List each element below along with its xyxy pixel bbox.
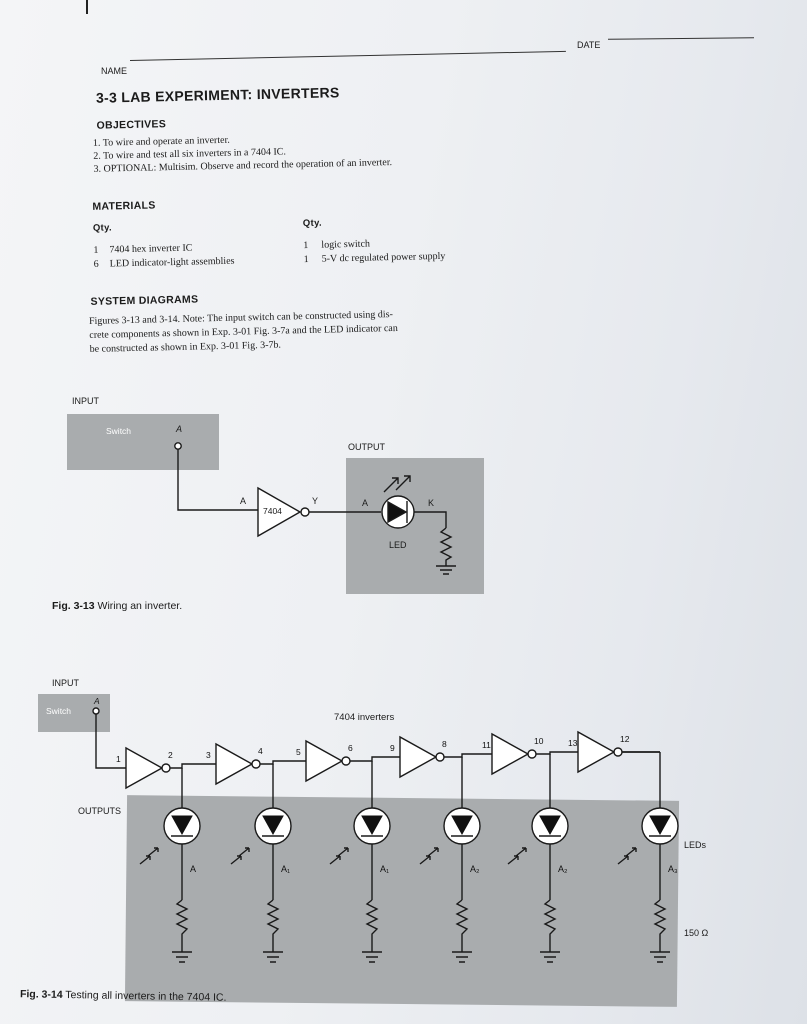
fig13-led-k: K bbox=[428, 498, 435, 508]
fig13-gate-out: Y bbox=[312, 496, 319, 506]
fig14-inverter-bubble bbox=[613, 747, 623, 757]
fig14-ground bbox=[540, 951, 560, 963]
fig14-pin-number: 5 bbox=[296, 747, 301, 757]
fig14-resistor bbox=[543, 899, 557, 952]
fig14-light-arrows bbox=[329, 847, 349, 865]
fig13-led-a: A bbox=[362, 498, 369, 508]
fig14-inverter bbox=[491, 732, 530, 776]
fig14-inverter bbox=[215, 742, 254, 786]
fig14-pin-number: 3 bbox=[206, 750, 211, 760]
fig14-wire bbox=[260, 760, 306, 765]
fig14-output-label: A₁ bbox=[281, 864, 290, 874]
fig13-caption-text: Wiring an inverter. bbox=[97, 600, 183, 612]
fig14-resistor-label: 150 Ω bbox=[684, 928, 709, 938]
fig14-pin-number: 9 bbox=[390, 743, 395, 753]
fig13-circuit bbox=[174, 442, 456, 575]
fig13-switch-box bbox=[67, 414, 219, 470]
fig14-resistor bbox=[266, 899, 280, 952]
fig14-light-arrows bbox=[617, 847, 637, 865]
fig14-resistor bbox=[175, 899, 189, 952]
fig13-wire-in bbox=[177, 449, 258, 511]
fig13-caption: Fig. 3-13 Wiring an inverter. bbox=[52, 600, 182, 612]
fig14-resistor bbox=[365, 899, 379, 952]
fig14-led-diode bbox=[171, 815, 193, 836]
fig13-wire-res bbox=[414, 511, 447, 528]
fig14-light-arrows bbox=[230, 847, 250, 865]
fig14-wire bbox=[536, 751, 578, 755]
fig14-pin-number: 4 bbox=[258, 746, 263, 756]
fig14-led-diode bbox=[649, 815, 671, 836]
fig13-switch-terminal bbox=[174, 442, 182, 450]
fig14-led-diode bbox=[262, 815, 284, 836]
fig13-led-arrow bbox=[383, 475, 411, 493]
fig13-inverter bbox=[257, 486, 302, 538]
fig14-inverter-bubble bbox=[341, 756, 351, 766]
fig14-inverter-bubble bbox=[527, 749, 537, 759]
fig14-light-arrows bbox=[419, 847, 439, 865]
fig14-pin-number: 8 bbox=[442, 739, 447, 749]
fig13-pin-a: A bbox=[176, 424, 183, 434]
fig14-ground bbox=[172, 951, 192, 963]
fig14-pin-number: 12 bbox=[620, 734, 630, 744]
fig14-output-label: A₃ bbox=[668, 864, 678, 874]
fig14-wire-in bbox=[95, 714, 126, 769]
fig14-inverter bbox=[305, 739, 344, 783]
fig14-ground bbox=[452, 951, 472, 963]
fig14-light-arrows bbox=[139, 847, 159, 865]
name-label: NAME bbox=[101, 66, 128, 76]
fig14-switch-label: Switch bbox=[46, 706, 72, 716]
fig14-switch-terminal bbox=[92, 707, 100, 715]
fig14-output-label: A₂ bbox=[470, 864, 480, 874]
fig13-output-label: OUTPUT bbox=[348, 442, 385, 452]
fig14-led-diode bbox=[361, 815, 383, 836]
fig13-output-box bbox=[346, 458, 484, 594]
fig13-resistor bbox=[439, 527, 453, 566]
fig14-light-arrows bbox=[507, 847, 527, 865]
fig13-led-diode bbox=[387, 500, 408, 524]
fig14-leds-label: LEDs bbox=[684, 840, 707, 850]
fig14-pin-number: 13 bbox=[568, 738, 578, 748]
fig14-inverter-bubble bbox=[161, 763, 171, 773]
fig14-pin-number: 6 bbox=[348, 743, 353, 753]
fig14-output-label: A bbox=[190, 864, 196, 874]
fig14-caption-num: Fig. 3-14 bbox=[19, 988, 63, 1001]
fig13-inverter-bubble bbox=[300, 507, 310, 517]
fig14-ground bbox=[362, 951, 382, 963]
fig14-wire bbox=[350, 756, 400, 762]
fig14-inverter bbox=[399, 735, 438, 779]
fig14-pin-a: A bbox=[94, 696, 100, 706]
fig14-outputs-label: OUTPUTS bbox=[78, 806, 122, 816]
fig13-gate-in: A bbox=[240, 496, 247, 506]
fig14-pin-number: 10 bbox=[534, 736, 544, 746]
fig14-resistor bbox=[653, 899, 667, 952]
top-tick bbox=[86, 0, 88, 14]
fig14-ground bbox=[650, 951, 670, 963]
fig14-output-label: A₁ bbox=[380, 864, 389, 874]
fig14-input-label: INPUT bbox=[52, 678, 79, 688]
fig14-wire bbox=[170, 763, 216, 769]
fig14-pin-number: 1 bbox=[116, 754, 121, 764]
fig14-resistor bbox=[455, 899, 469, 952]
fig14-led-diode bbox=[539, 815, 561, 836]
fig14-inverter bbox=[577, 730, 616, 774]
fig13-switch-label: Switch bbox=[106, 426, 132, 436]
fig14-inverter-bubble bbox=[435, 752, 445, 762]
fig13-ground bbox=[436, 565, 456, 575]
fig13-caption-num: Fig. 3-13 bbox=[52, 600, 95, 612]
fig14-ground bbox=[263, 951, 283, 963]
fig13-chip-label: 7404 bbox=[263, 506, 282, 516]
fig14-output-label: A₂ bbox=[558, 864, 568, 874]
fig14-pin-number: 11 bbox=[482, 740, 491, 750]
fig14-inverter bbox=[125, 746, 164, 790]
fig14-inverter-bubble bbox=[251, 759, 261, 769]
fig13-led-label: LED bbox=[389, 540, 407, 550]
date-label: DATE bbox=[577, 40, 601, 50]
fig14-led-diode bbox=[451, 815, 473, 836]
fig14-chip-label: 7404 inverters bbox=[334, 712, 395, 723]
fig14-pin-number: 2 bbox=[168, 750, 173, 760]
fig14-wire bbox=[444, 753, 492, 758]
fig13-input-label: INPUT bbox=[72, 396, 99, 406]
